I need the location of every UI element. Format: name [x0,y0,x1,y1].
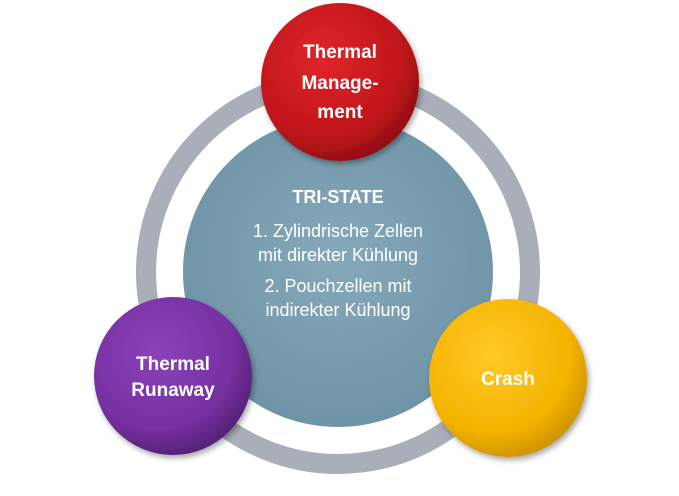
center-item2-line1: 2. Pouchzellen mit [264,276,411,296]
thermal-runaway-node: Thermal Runaway [94,297,252,455]
thermal-management-circle [261,3,419,161]
center-item1-line2: mit direkter Kühlung [258,245,418,265]
thermal-runaway-line1: Thermal [136,354,210,375]
center-item2-line2: indirekter Kühlung [265,300,410,320]
thermal-runaway-line2: Runaway [131,380,215,401]
thermal-management-line2: Manage- [301,73,378,94]
thermal-management-line3: ment [317,102,363,123]
crash-node: Crash [429,299,587,457]
crash-label: Crash [481,369,535,390]
thermal-management-node: Thermal Manage- ment [261,3,419,161]
thermal-runaway-circle [94,297,252,455]
center-item1-line1: 1. Zylindrische Zellen [253,221,423,241]
center-title: TRI-STATE [292,187,383,207]
center-circle [183,117,493,427]
thermal-management-line1: Thermal [303,42,377,63]
crash-circle [429,299,587,457]
